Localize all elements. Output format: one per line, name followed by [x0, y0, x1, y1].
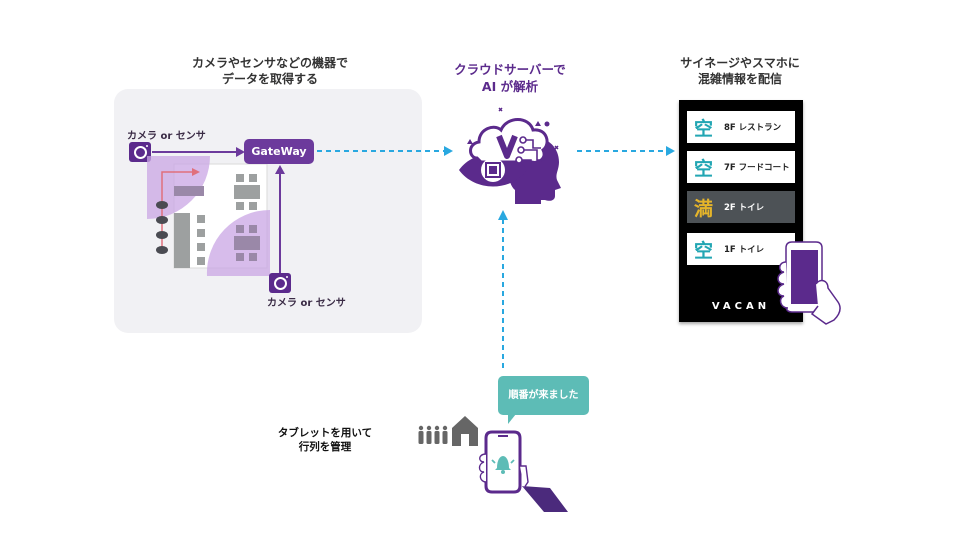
hand-smartphone-icon — [777, 241, 841, 325]
status-vacant: 空 — [694, 240, 714, 262]
signage-row: 空 1F トイレ — [687, 233, 795, 265]
collect-title-line2: データを取得する — [221, 72, 318, 86]
floor-plan-diagram — [147, 156, 270, 276]
status-vacant: 空 — [694, 118, 714, 140]
table — [234, 185, 260, 199]
location-label: 7F フードコート — [724, 163, 790, 173]
signage-row: 満 2F トイレ — [687, 191, 795, 223]
brand-logo: VACAN — [711, 301, 771, 312]
location-label: 2F トイレ — [724, 203, 765, 213]
signage-row: 空 7F フードコート — [687, 151, 795, 183]
queue-caption-line1: タブレットを用いて — [277, 427, 373, 439]
analyze-title-line1: クラウドサーバーで — [454, 62, 566, 77]
store-icon — [452, 416, 478, 446]
deliver-title-line1: サイネージやスマホに — [680, 56, 800, 70]
queue-caption-line2: 行列を管理 — [298, 441, 352, 453]
collect-title-line1: カメラやセンサなどの機器で — [191, 56, 348, 70]
collect-title: カメラやセンサなどの機器で データを取得する — [150, 55, 390, 87]
deliver-title-line2: 混雑情報を配信 — [697, 72, 782, 86]
analyze-title: クラウドサーバーで AI が解析 — [430, 61, 590, 95]
bench — [174, 213, 190, 268]
deliver-title: サイネージやスマホに 混雑情報を配信 — [650, 55, 830, 87]
notification-bubble-tail — [508, 414, 524, 424]
camera-label-top: カメラ or センサ — [127, 131, 206, 142]
status-full: 満 — [694, 198, 714, 220]
camera-icon — [129, 142, 151, 162]
table — [234, 236, 260, 250]
people-queue-icon — [418, 425, 448, 444]
gateway-node: GateWay — [244, 139, 314, 164]
location-label: 1F トイレ — [724, 245, 765, 255]
status-vacant: 空 — [694, 158, 714, 180]
signage-row: 空 8F レストラン — [687, 111, 795, 143]
bell-icon — [491, 456, 515, 474]
camera-label-bottom: カメラ or センサ — [267, 298, 346, 309]
queue-people — [156, 201, 168, 254]
notification-bubble: 順番が来ました — [498, 376, 589, 415]
sleeve — [522, 486, 568, 512]
analyze-title-line2: AI が解析 — [481, 79, 539, 94]
counter — [174, 186, 204, 196]
gateway-connections — [152, 147, 285, 274]
hand-phone-bell-icon — [478, 430, 568, 512]
queue-and-store-icon — [418, 416, 478, 446]
camera-icon — [269, 273, 291, 293]
ai-brain-cloud-icon — [459, 107, 561, 204]
queue-caption: タブレットを用いて 行列を管理 — [270, 426, 380, 454]
location-label: 8F レストラン — [724, 123, 782, 133]
